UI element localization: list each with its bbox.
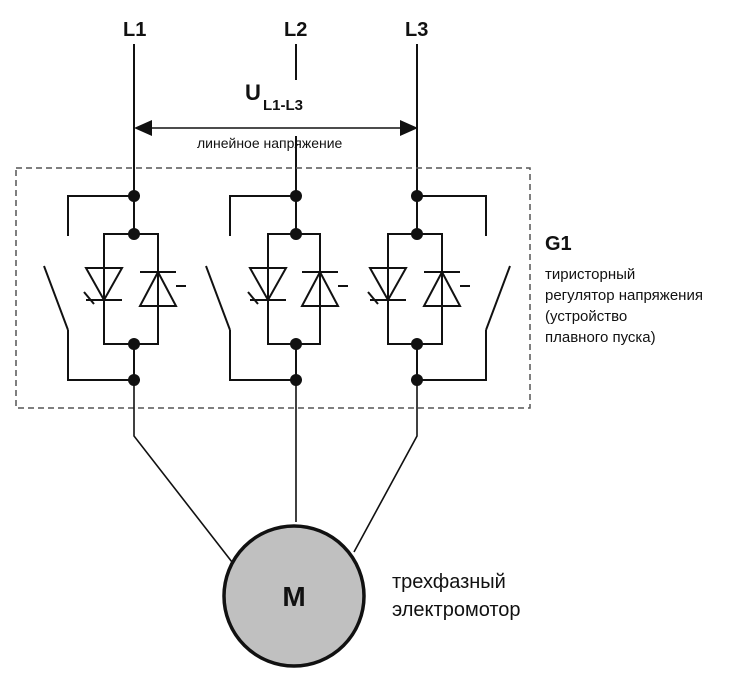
thyristor-reverse-symbol	[422, 269, 470, 307]
motor-feed-l3	[353, 380, 418, 553]
regulator-description-line: тиристорный	[545, 266, 635, 283]
regulator-boundary	[15, 167, 531, 409]
thyristor-forward-symbol	[83, 267, 124, 305]
thyristor-forward-symbol	[247, 267, 288, 305]
thyristor-reverse-symbol	[138, 269, 186, 307]
motor-description-line: электромотор	[392, 599, 521, 621]
regulator-description-line: регулятор напряжения	[545, 287, 703, 304]
motor-feed-l1	[133, 380, 233, 563]
voltage-symbol: U	[245, 80, 261, 105]
thyristor-reverse-symbol	[300, 269, 348, 307]
line-voltage-caption: линейное напряжение	[197, 135, 343, 151]
thyristor-module-l2	[205, 190, 348, 386]
phase-label-l3: L3	[405, 19, 428, 41]
phase-label-l2: L2	[284, 19, 307, 41]
regulator-designator: G1	[545, 233, 572, 255]
bypass-contact	[205, 265, 231, 331]
motor-description-line: трехфазный	[392, 571, 506, 593]
bypass-contact	[43, 265, 69, 331]
motor-letter: M	[282, 581, 305, 612]
regulator-description-line: (устройство	[545, 308, 627, 325]
voltage-subscript: L1-L3	[263, 97, 303, 114]
regulator-description-line: плавного пуска)	[545, 329, 656, 346]
thyristor-module-l1	[43, 190, 186, 386]
thyristor-forward-symbol	[367, 267, 408, 305]
motor-symbol	[222, 524, 366, 668]
thyristor-module-l3	[367, 190, 511, 386]
line-voltage-arrow	[134, 120, 418, 136]
phase-label-l1: L1	[123, 19, 146, 41]
bypass-contact	[485, 265, 511, 331]
